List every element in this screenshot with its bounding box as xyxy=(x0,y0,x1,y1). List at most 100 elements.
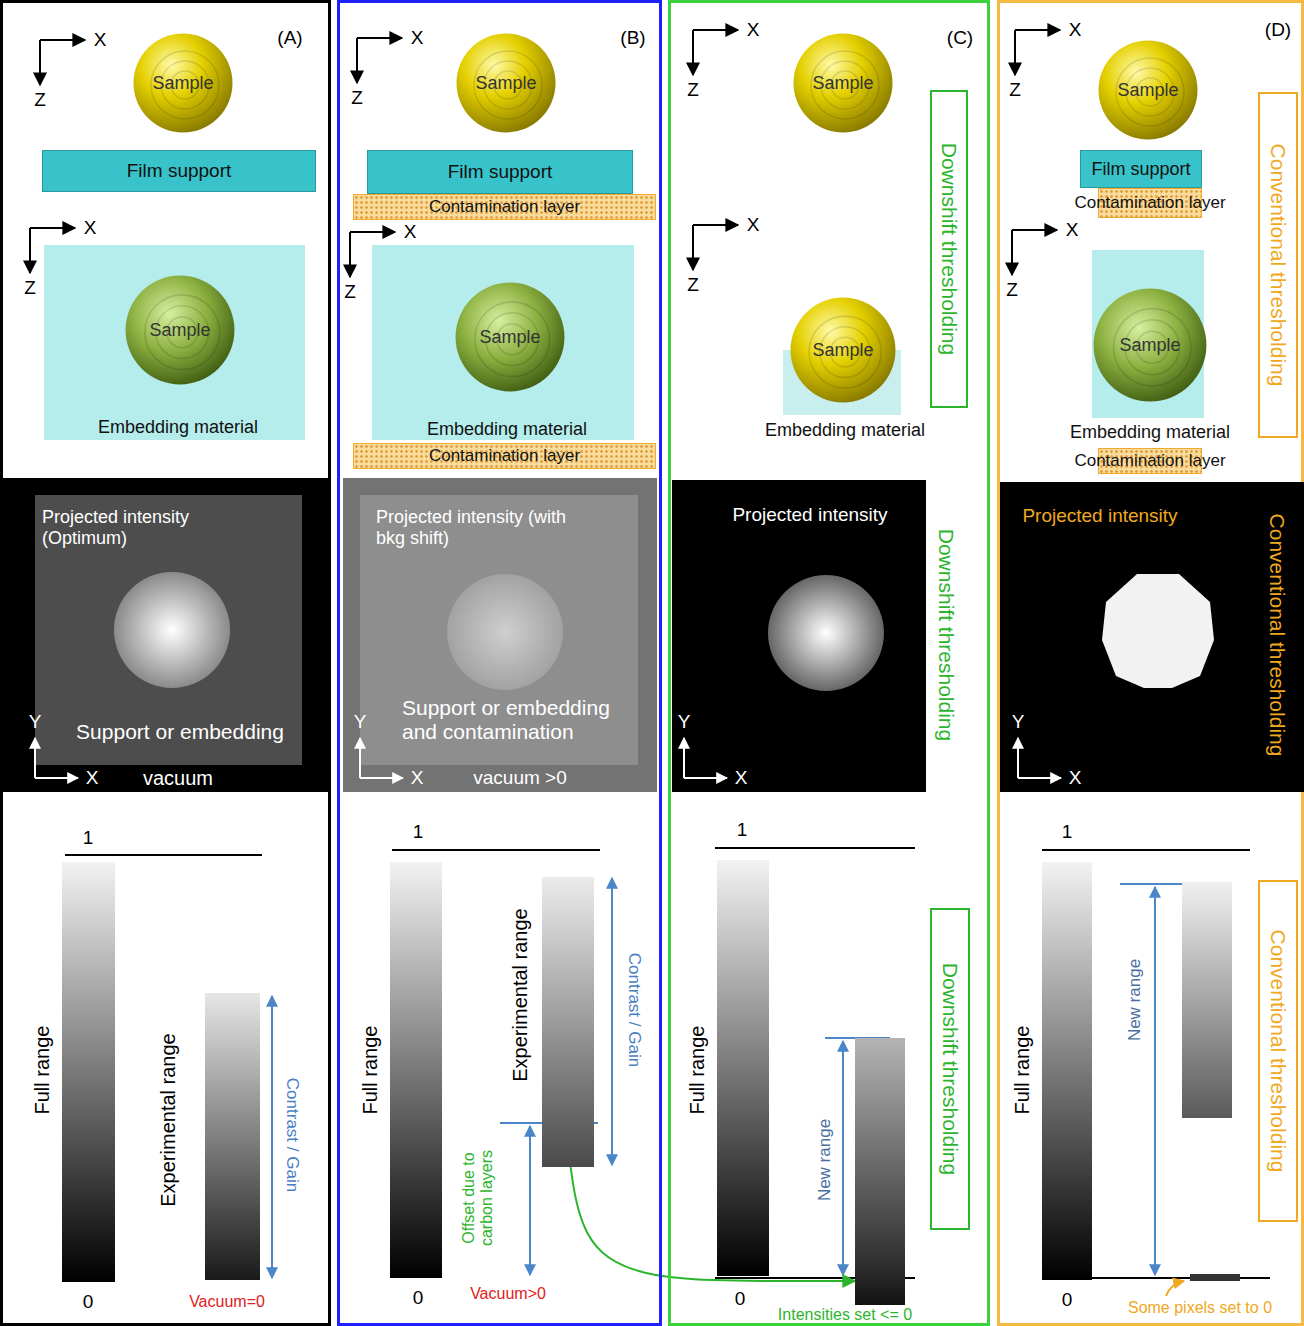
projection-image: Projected intensity xyxy=(672,480,926,792)
range-arrow xyxy=(271,996,273,1278)
projection-image: Projected intensity xyxy=(1000,482,1304,792)
embedding-material: SampleEmbedding material xyxy=(1092,250,1204,418)
method-label: Downshift thresholding xyxy=(934,529,958,741)
max-line xyxy=(392,849,600,851)
method-box: Conventional thresholding xyxy=(1258,880,1298,1222)
sphere-body xyxy=(457,34,556,133)
note: Vacuum=0 xyxy=(189,1293,265,1311)
sphere-body xyxy=(794,34,893,133)
embedding-material: SampleEmbedding material xyxy=(44,245,305,440)
note: Some pixels set to 0 xyxy=(1128,1299,1272,1317)
note: Intensities set <= 0 xyxy=(778,1306,912,1324)
axis-arrow xyxy=(1014,30,1016,75)
axis-arrow xyxy=(360,777,403,779)
axis-label: X xyxy=(411,27,424,49)
full-range-bar: Full range xyxy=(717,860,769,1276)
axis-arrow xyxy=(692,225,694,270)
node-text: Embedding material xyxy=(98,417,258,438)
axis-arrow xyxy=(684,777,727,779)
max-line xyxy=(1042,849,1250,851)
axis-label: X xyxy=(411,767,424,789)
axis-arrow xyxy=(350,231,395,233)
embedding-material: SampleEmbedding material xyxy=(372,245,634,440)
film-support: Film support xyxy=(367,150,633,194)
axis-arrow xyxy=(34,738,36,778)
axis-label: Z xyxy=(687,274,699,296)
panel: SampleFilm supportContamination layerCon… xyxy=(997,0,1304,1326)
node-text: Film support xyxy=(448,161,553,183)
sphere-body xyxy=(134,34,233,133)
axis-arrow xyxy=(1012,229,1057,231)
range-arrow xyxy=(842,1041,844,1275)
node-text: Experimental range xyxy=(157,1033,180,1206)
zeroed-pixels-bar xyxy=(1190,1274,1240,1281)
node-text: Full range xyxy=(1011,1026,1034,1115)
node-text: New range xyxy=(815,1119,835,1201)
axis-label: Y xyxy=(678,711,691,733)
max-line xyxy=(65,854,262,856)
node-text: Contamination layer xyxy=(429,446,580,466)
contamination-layer: Contamination layer xyxy=(1098,188,1202,218)
axis-arrow xyxy=(39,40,41,85)
surface-ring xyxy=(1114,309,1192,387)
node-text: Experimental range xyxy=(509,908,532,1081)
node-text: Sample xyxy=(479,327,540,348)
surface-ring xyxy=(151,51,219,119)
axis-label: X xyxy=(1069,19,1082,41)
leader-arrow xyxy=(1166,1281,1184,1296)
film-support: Film support xyxy=(1080,150,1202,188)
range-label: Contrast / Gain xyxy=(624,953,644,1067)
note: Vacuum>0 xyxy=(470,1285,546,1303)
sample-sphere: Sample xyxy=(793,33,893,133)
projection-ground: Projected intensity (with bkg shift)Supp… xyxy=(360,495,638,765)
axis-label: Z xyxy=(687,79,699,101)
axis-label: Z xyxy=(344,281,356,303)
surface-ring xyxy=(475,302,550,377)
axis-label: X xyxy=(747,19,760,41)
axis-arrow xyxy=(356,38,358,83)
node-text: Sample xyxy=(1117,80,1178,101)
sphere-body xyxy=(1099,41,1198,140)
axis-arrow xyxy=(359,738,361,778)
scale-value: 1 xyxy=(413,821,424,843)
experimental-range-bar: Experimental range xyxy=(205,993,260,1280)
axis-label: Y xyxy=(354,711,367,733)
sphere-body xyxy=(791,298,896,403)
range-arrow xyxy=(1154,887,1156,1275)
projection-image: Projected intensity (with bkg shift)Supp… xyxy=(343,478,657,792)
node-text: Full range xyxy=(359,1026,382,1115)
axis-arrow xyxy=(40,39,85,41)
offset-label: Offset due to carbon layers xyxy=(460,1133,497,1263)
node-text: Sample xyxy=(149,320,210,341)
axis-label: X xyxy=(1066,219,1079,241)
sample-sphere: Sample xyxy=(125,275,235,385)
node-text: Support or embedding and contamination xyxy=(402,696,646,744)
node-text: Downshift thresholding xyxy=(937,143,961,355)
axis-arrow xyxy=(692,30,694,75)
surface-ring xyxy=(809,316,881,388)
surface-ring xyxy=(811,51,879,119)
sample-sphere: Sample xyxy=(133,33,233,133)
node-text: Sample xyxy=(475,73,536,94)
axis-label: Y xyxy=(29,711,42,733)
axis-label: X xyxy=(404,221,417,243)
scale-value: 0 xyxy=(735,1288,746,1310)
scale-value: 1 xyxy=(737,819,748,841)
axis-arrow xyxy=(693,29,738,31)
node-text: Contamination layer xyxy=(429,197,580,217)
axis-label: Z xyxy=(1009,79,1021,101)
axis-label: Z xyxy=(351,87,363,109)
sample-sphere: Sample xyxy=(455,282,565,392)
node-text: Full range xyxy=(686,1026,709,1115)
node-text: Film support xyxy=(1091,159,1190,180)
transfer-arrow xyxy=(571,1167,855,1281)
scale-value: 0 xyxy=(83,1291,94,1313)
thresholded-particle xyxy=(1102,574,1214,688)
node-text: Support or embedding xyxy=(76,720,284,744)
node-text: Downshift thresholding xyxy=(938,963,962,1175)
node-text: Projected intensity xyxy=(1022,505,1177,527)
node-text: Embedding material xyxy=(427,419,587,440)
scale-value: 0 xyxy=(413,1287,424,1309)
method-box: Downshift thresholding xyxy=(930,908,970,1230)
scale-value: 1 xyxy=(1062,821,1073,843)
